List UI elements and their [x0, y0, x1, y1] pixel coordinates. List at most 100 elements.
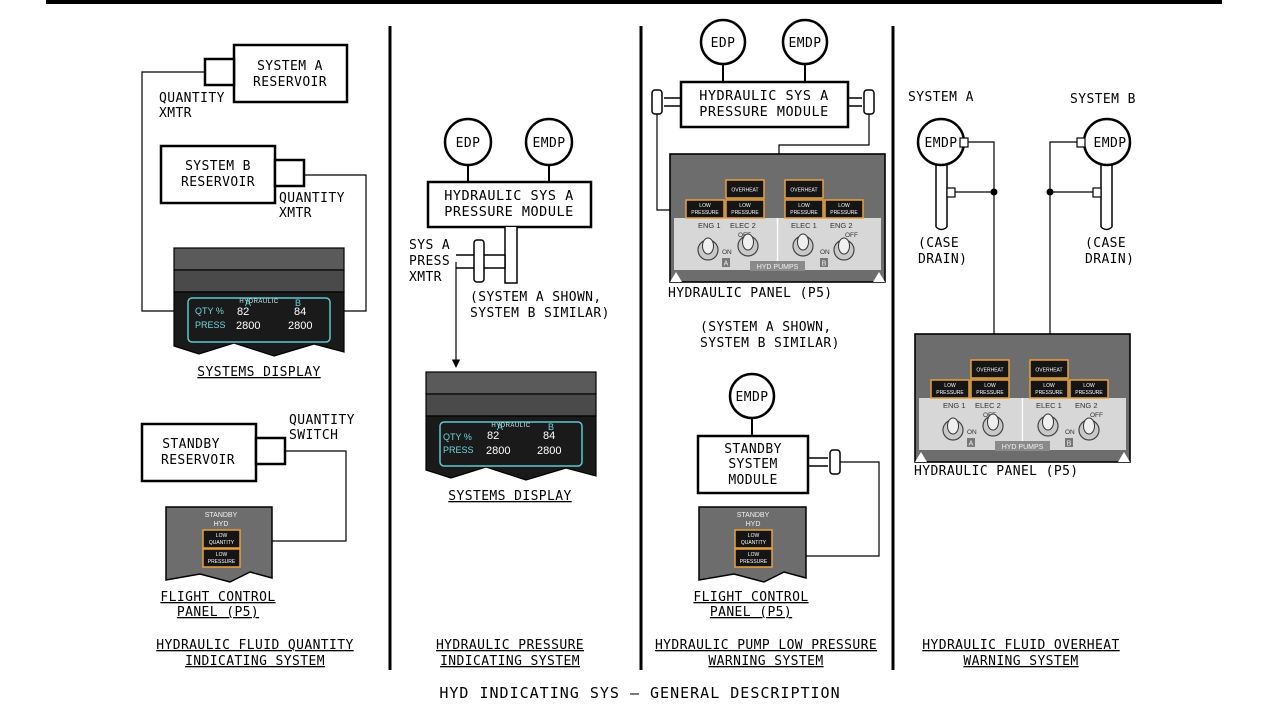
- fcp3-lp-1: LOW: [748, 552, 760, 558]
- section-title-pump-1: HYDRAULIC PUMP LOW PRESSURE: [655, 638, 877, 653]
- standby-reservoir-label-2: RESERVOIR: [161, 453, 235, 468]
- sd2-press-b: 2800: [537, 445, 561, 457]
- emdp-pump-3: [781, 18, 829, 66]
- fcp3-label-1: FLIGHT CONTROL: [693, 590, 808, 605]
- section-title-overheat-2: WARNING SYSTEM: [963, 654, 1078, 669]
- quantity-xmtr-b-label-1: QUANTITY: [279, 191, 345, 206]
- sys-a-press-xmtr: [473, 239, 485, 283]
- low-quantity-light-3: [734, 529, 773, 549]
- system-b-label: SYSTEM B: [1070, 92, 1136, 107]
- section-title-quantity-2: INDICATING SYSTEM: [185, 654, 325, 669]
- standby-system-module: [696, 434, 810, 495]
- sd1-col-b: B: [295, 298, 301, 308]
- section-title-overheat-1: HYDRAULIC FLUID OVERHEAT: [922, 638, 1119, 653]
- fcp3-lq-2: QUANTITY: [741, 540, 767, 546]
- quantity-switch-label-2: SWITCH: [289, 428, 338, 443]
- sd2-press-label: PRESS: [443, 445, 474, 455]
- hydraulic-panel-4-label: HYDRAULIC PANEL (P5): [914, 464, 1079, 479]
- case-drain-b-1: (CASE: [1085, 236, 1126, 251]
- fcp1-lq-2: QUANTITY: [209, 540, 235, 546]
- sys-a-shown-2: SYSTEM B SIMILAR): [470, 306, 610, 321]
- fcp3-label-2: PANEL (P5): [710, 605, 792, 620]
- edp-pump-2: [443, 117, 493, 167]
- emdp-label-2: EMDP: [533, 136, 566, 151]
- system-a-reservoir-label-1: SYSTEM A: [257, 59, 323, 74]
- edp-pump-3: [699, 18, 747, 66]
- quantity-xmtr-label-1: QUANTITY: [159, 91, 225, 106]
- sd2-col-a: A: [497, 422, 503, 432]
- system-a-reservoir-label-2: RESERVOIR: [253, 75, 327, 90]
- pressure-module-3-label-1: HYDRAULIC SYS A: [699, 88, 828, 104]
- sd1-press-label: PRESS: [195, 320, 226, 330]
- system-a-reservoir: [232, 43, 349, 104]
- hydraulic-panel-3-label: HYDRAULIC PANEL (P5): [668, 286, 833, 301]
- standby-module-label-1: STANDBY: [724, 442, 782, 457]
- sd2-qty-b: 84: [543, 430, 555, 442]
- sys-a-shown-1: (SYSTEM A SHOWN,: [470, 290, 602, 305]
- fcp3-title-1: STANDBY: [737, 512, 770, 519]
- sd1-qty-label: QTY %: [195, 306, 224, 316]
- quantity-xmtr-b-label-2: XMTR: [279, 206, 312, 221]
- sd1-qty-b: 84: [294, 306, 306, 318]
- case-drain-b-2: DRAIN): [1085, 252, 1134, 267]
- systems-display-label-2: SYSTEMS DISPLAY: [448, 489, 571, 504]
- edp-label-3: EDP: [711, 36, 736, 51]
- section-pressure-indicating: EDP EMDP HYDRAULIC SYS A PRESSURE MODULE…: [409, 117, 610, 669]
- systems-display-label-1: SYSTEMS DISPLAY: [197, 365, 320, 380]
- low-pressure-light-3: [734, 548, 773, 568]
- emdp-pump-2: [524, 117, 574, 167]
- standby-press-switch: [829, 449, 841, 475]
- section-fluid-quantity: SYSTEM A RESERVOIR QUANTITY XMTR SYSTEM …: [140, 43, 367, 669]
- press-line-2: [504, 227, 518, 284]
- sd1-col-a: A: [245, 298, 251, 308]
- section-title-pressure-1: HYDRAULIC PRESSURE: [436, 638, 584, 653]
- emdp-sys-b-label: EMDP: [1094, 136, 1127, 151]
- quantity-xmtr-label-2: XMTR: [159, 106, 192, 121]
- top-rule: [46, 0, 1222, 4]
- edp-label-2: EDP: [456, 136, 481, 151]
- sd2-qty-label: QTY %: [443, 432, 472, 442]
- standby-module-label-2: SYSTEM: [728, 457, 777, 472]
- system-a-label: SYSTEM A: [908, 90, 974, 105]
- sd1-press-b: 2800: [288, 320, 312, 332]
- section-pump-low-pressure: EDP EMDP HYDRAULIC SYS A PRESSURE MODULE…: [651, 18, 885, 669]
- section-title-pressure-2: INDICATING SYSTEM: [440, 654, 580, 669]
- case-drain-a-1: (CASE: [918, 236, 959, 251]
- press-switch-right: [863, 89, 875, 115]
- case-drain-a-2: DRAIN): [918, 252, 967, 267]
- fcp1-label-2: PANEL (P5): [177, 605, 259, 620]
- standby-module-label-3: MODULE: [728, 473, 777, 488]
- fcp1-lp-2: PRESSURE: [208, 559, 236, 565]
- pressure-module-2-label-1: HYDRAULIC SYS A: [444, 188, 573, 204]
- press-xmtr-label-2: PRESS: [409, 254, 450, 269]
- sd1-press-a: 2800: [236, 320, 260, 332]
- fcp1-title-2: HYD: [214, 521, 229, 528]
- fcp1-lp-1: LOW: [216, 552, 228, 558]
- section-title-quantity-1: HYDRAULIC FLUID QUANTITY: [156, 638, 353, 653]
- emdp-sys-a-label: EMDP: [925, 136, 958, 151]
- low-quantity-light-1: [202, 529, 241, 549]
- pressure-module-2-label-2: PRESSURE MODULE: [444, 204, 573, 220]
- fcp1-lq-1: LOW: [216, 533, 228, 539]
- sys-a-shown-3-2: SYSTEM B SIMILAR): [700, 336, 840, 351]
- fcp3-lq-1: LOW: [748, 533, 760, 539]
- emdp-label-3: EMDP: [789, 36, 822, 51]
- sd2-col-b: B: [548, 422, 554, 432]
- pressure-module-3-label-2: PRESSURE MODULE: [699, 104, 828, 120]
- sd1-qty-a: 82: [237, 306, 249, 318]
- sd2-title: HYDRAULIC: [491, 423, 530, 429]
- section-fluid-overheat: SYSTEM A SYSTEM B EMDP (CASE DRAIN) EMDP…: [908, 90, 1136, 669]
- low-pressure-light-1: [202, 548, 241, 568]
- system-b-reservoir-label-2: RESERVOIR: [181, 175, 255, 190]
- quantity-xmtr-a: [203, 57, 236, 87]
- sd2-qty-a: 82: [487, 430, 499, 442]
- press-xmtr-label-1: SYS A: [409, 238, 450, 253]
- pressure-module-3: [679, 80, 850, 129]
- page-title: HYD INDICATING SYS — GENERAL DESCRIPTION: [439, 684, 840, 702]
- emdp-standby-label: EMDP: [736, 390, 769, 405]
- quantity-switch-label-1: QUANTITY: [289, 413, 355, 428]
- sd2-press-a: 2800: [486, 445, 510, 457]
- emdp-standby: [728, 372, 776, 420]
- system-b-reservoir: [159, 144, 277, 205]
